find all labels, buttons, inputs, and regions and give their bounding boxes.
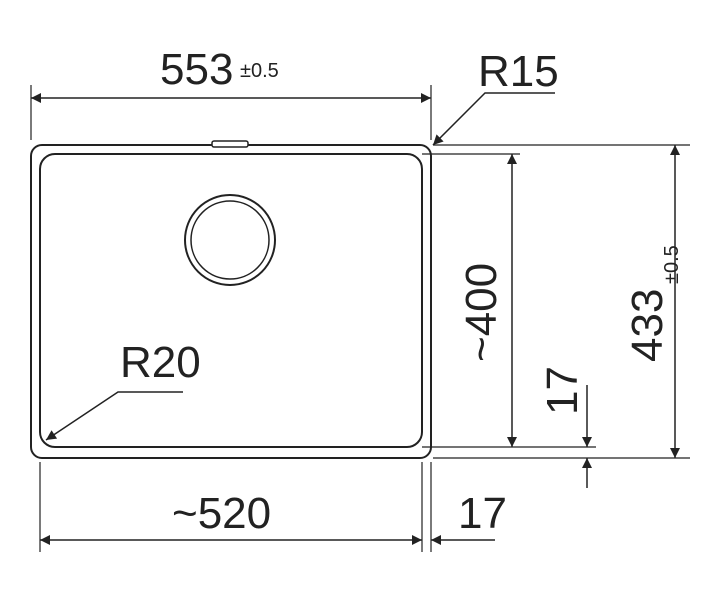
sink-outer-rim [30, 144, 432, 459]
drain-outer [184, 194, 276, 286]
dimension-rim-right: 17 [431, 489, 507, 545]
bowl-width-value: ~520 [172, 489, 271, 538]
overall-height-tolerance: ±0.5 [661, 245, 683, 284]
drain-inner [190, 200, 270, 280]
dimension-outer-radius: R15 [432, 47, 559, 146]
rim-bottom-value: 17 [538, 366, 587, 415]
inner-radius-label: R20 [120, 338, 201, 387]
overflow-slot [211, 140, 249, 148]
overall-width-tolerance: ±0.5 [240, 60, 279, 82]
rim-right-value: 17 [458, 489, 507, 538]
sink-outline [30, 140, 432, 459]
overall-height-value: 433 [623, 289, 672, 362]
overall-width-value: 553 [160, 45, 233, 94]
dimension-overall-height: 433 ±0.5 [623, 145, 683, 458]
dimension-bowl-width: ~520 [40, 489, 422, 545]
dimension-inner-radius: R20 [45, 338, 201, 441]
sink-inner-bowl [39, 153, 423, 448]
dimension-bowl-height: ~400 [457, 154, 517, 447]
extension-lines [30, 85, 690, 552]
dimension-rim-bottom: 17 [538, 366, 592, 488]
outer-radius-label: R15 [478, 47, 559, 96]
dimension-overall-width: 553 ±0.5 [31, 45, 431, 103]
bowl-height-value: ~400 [457, 263, 506, 362]
